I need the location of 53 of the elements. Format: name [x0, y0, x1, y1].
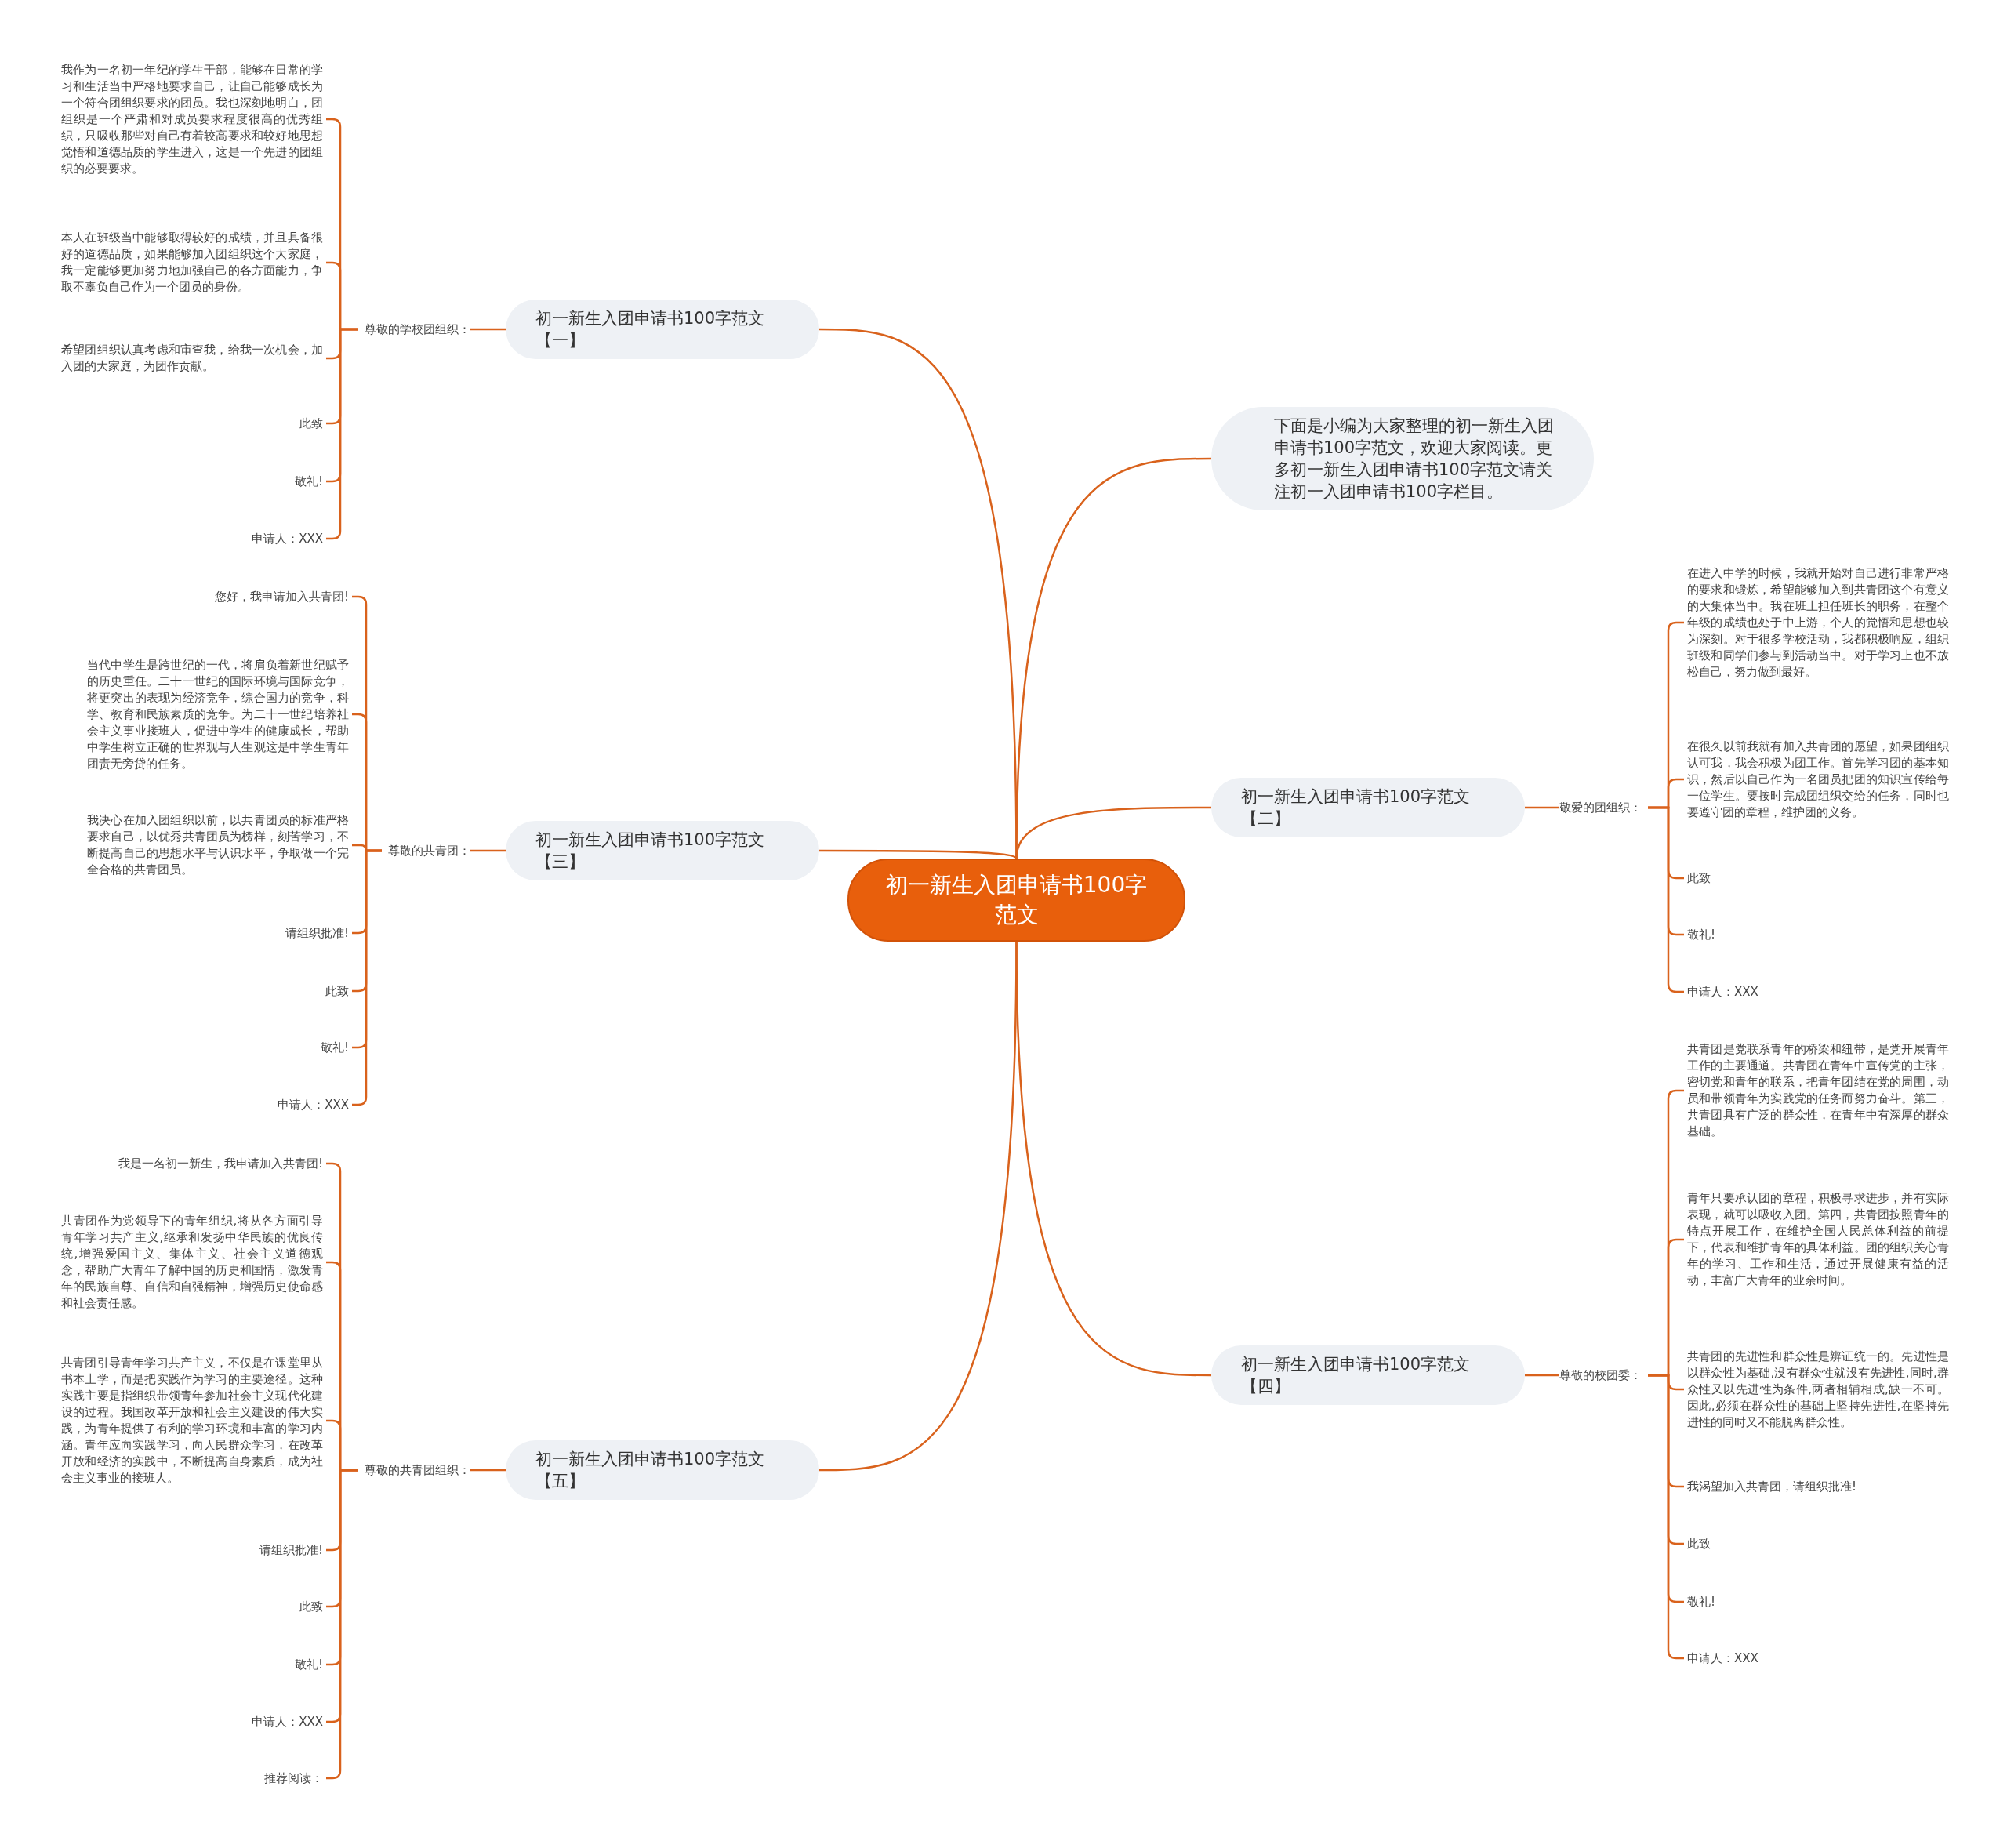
topic-pill: 初一新生入团申请书100字范文【三】	[506, 821, 819, 880]
connector-line	[819, 849, 1018, 859]
leaf-text: 敬礼!	[321, 1039, 349, 1056]
connector-line	[1525, 806, 1559, 809]
connector-line	[1525, 1374, 1559, 1377]
leaf-text: 我作为一名初一年纪的学生干部，能够在日常的学习和生活当中严格地要求自己，让自己能够成长为一个符合团组织要求的团员。我也深刻地明白，团组织是一个严肃和对成员要求程度很高的优秀组织，只吸收那些对自己有着较高要求和较好地思想觉悟和道德品质的学生进入，这是一个先进的团组织的必要要求。	[61, 61, 323, 177]
topic-pill: 初一新生入团申请书100字范文【一】	[506, 300, 819, 359]
summary-pill: 下面是小编为大家整理的初一新生入团申请书100字范文，欢迎大家阅读。更多初一新生入团申请书100字范文请关注初一入团申请书100字栏目。	[1211, 407, 1594, 510]
central-topic: 初一新生入团申请书100字范文	[847, 859, 1185, 942]
leaf-text: 敬礼!	[295, 473, 323, 490]
leaf-text: 我是一名初一新生，我申请加入共青团!	[118, 1155, 323, 1172]
leaf-text: 敬礼!	[1687, 926, 1715, 943]
topic-pill: 初一新生入团申请书100字范文【五】	[506, 1440, 819, 1500]
connector-line	[470, 849, 506, 852]
connector-line	[1015, 806, 1211, 859]
leaf-text: 我渴望加入共青团，请组织批准!	[1687, 1478, 1856, 1495]
leaf-text: 在很久以前我就有加入共青团的愿望，如果团组织认可我，我会积极为团工作。首先学习团的基本知识，然后以自己作为一名团员把团的知识宣传给每一位学生。要按时完成团组织交给的任务，同时也要遵守团的章程，维护团的义务。	[1687, 738, 1949, 821]
leaf-text: 敬礼!	[1687, 1593, 1715, 1610]
topic-pill: 初一新生入团申请书100字范文【四】	[1211, 1345, 1525, 1405]
leaf-text: 此致	[1687, 1535, 1711, 1552]
leaf-text: 共青团引导青年学习共产主义，不仅是在课堂里从书本上学，而是把实践作为学习的主要途径。这种实践主要是指组织带领青年参加社会主义现代化建设的过程。我国改革开放和社会主义建设的伟大实践，为青年提供了有利的学习环境和丰富的学习内涵。青年应向实践学习，向人民群众学习，在改革开放和经济的实践中，不断提高自身素质，成为社会主义事业的接班人。	[61, 1355, 323, 1487]
connector-line	[470, 1469, 506, 1472]
leaf-text: 推荐阅读：	[264, 1770, 323, 1787]
leaf-text: 请组织批准!	[285, 924, 349, 942]
leaf-text: 申请人：XXX	[1687, 1650, 1758, 1667]
leaf-text: 此致	[299, 1598, 323, 1615]
leaf-text: 青年只要承认团的章程，积极寻求进步，并有实际表现，就可以吸收入团。第四，共青团按照青年的特点开展工作，在维护全国人民总体利益的前提下，代表和维护青年的具体利益。团的组织关心青年的学习、工作和生活，通过开展健康有益的活动，丰富广大青年的业余时间。	[1687, 1190, 1949, 1289]
leaf-text: 在进入中学的时候，我就开始对自己进行非常严格的要求和锻炼，希望能够加入到共青团这个有意义的大集体当中。我在班上担任班长的职务，在整个年级的成绩也处于中上游，个人的觉悟和思想也较为深刻。对于很多学校活动，我都积极响应，组织班级和同学们参与到活动当中。对于学习上也不放松自己，努力做到最好。	[1687, 565, 1949, 681]
leaf-text: 我决心在加入团组织以前，以共青团员的标准严格要求自己，以优秀共青团员为榜样，刻苦学习，不断提高自己的思想水平与认识水平，争取做一个完全合格的共青团员。	[87, 812, 349, 878]
subtopic-label: 尊敬的校团委：	[1559, 1367, 1642, 1384]
leaf-text: 请组织批准!	[259, 1541, 323, 1559]
leaf-text: 申请人：XXX	[252, 1713, 323, 1730]
leaf-text: 申请人：XXX	[1687, 983, 1758, 1000]
topic-pill: 初一新生入团申请书100字范文【二】	[1211, 778, 1525, 837]
leaf-text: 此致	[1687, 870, 1711, 887]
leaf-text: 申请人：XXX	[252, 530, 323, 547]
leaf-text: 本人在班级当中能够取得较好的成绩，并且具备很好的道德品质，如果能够加入团组织这个大家庭，我一定能够更加努力地加强自己的各方面能力，争取不辜负自己作为一个团员的身份。	[61, 230, 323, 296]
leaf-text: 共青团作为党领导下的青年组织,将从各方面引导青年学习共产主义,继承和发扬中华民族的优良传统,增强爱国主义、集体主义、社会主义道德观念，帮助广大青年了解中国的历史和国情，激发青年的民族自尊、自信和自强精神，增强历史使命感和社会责任感。	[61, 1213, 323, 1312]
connector-line	[470, 328, 506, 331]
leaf-text: 希望团组织认真考虑和审查我，给我一次机会，加入团的大家庭，为团作贡献。	[61, 342, 323, 375]
leaf-text: 共青团是党联系青年的桥梁和纽带，是党开展青年工作的主要通道。共青团在青年中宣传党的主张，密切党和青年的联系，把青年团结在党的周围，动员和带领青年为实践党的任务而努力奋斗。第三，共青团具有广泛的群众性，在青年中有深厚的群众基础。	[1687, 1041, 1949, 1140]
leaf-text: 您好，我申请加入共青团!	[215, 588, 349, 605]
leaf-text: 此致	[299, 415, 323, 432]
connector-line	[819, 941, 1018, 1472]
leaf-text: 敬礼!	[295, 1656, 323, 1673]
subtopic-label: 尊敬的共青团组织：	[365, 1461, 470, 1479]
leaf-text: 当代中学生是跨世纪的一代，将肩负着新世纪赋予的历史重任。二十一世纪的国际环境与国际竞争，将更突出的表现为经济竞争，综合国力的竞争，科学、教育和民族素质的竞争。为二十一世纪培养社会主义事业接班人，促进中学生的健康成长，帮助中学生树立正确的世界观与人生观这是中学生青年团责无旁贷的任务。	[87, 656, 349, 772]
subtopic-label: 尊敬的学校团组织：	[365, 321, 470, 338]
subtopic-label: 尊敬的共青团：	[388, 842, 470, 859]
leaf-text: 此致	[325, 982, 349, 1000]
leaf-text: 共青团的先进性和群众性是辨证统一的。先进性是以群众性为基础,没有群众性就没有先进性,同时,群众性又以先进性为条件,两者相辅相成,缺一不可。因此,必须在群众性的基础上坚持先进性,在坚持先进性的同时又不能脱离群众性。	[1687, 1348, 1949, 1431]
subtopic-label: 敬爱的团组织：	[1559, 799, 1642, 816]
leaf-text: 申请人：XXX	[278, 1096, 349, 1113]
